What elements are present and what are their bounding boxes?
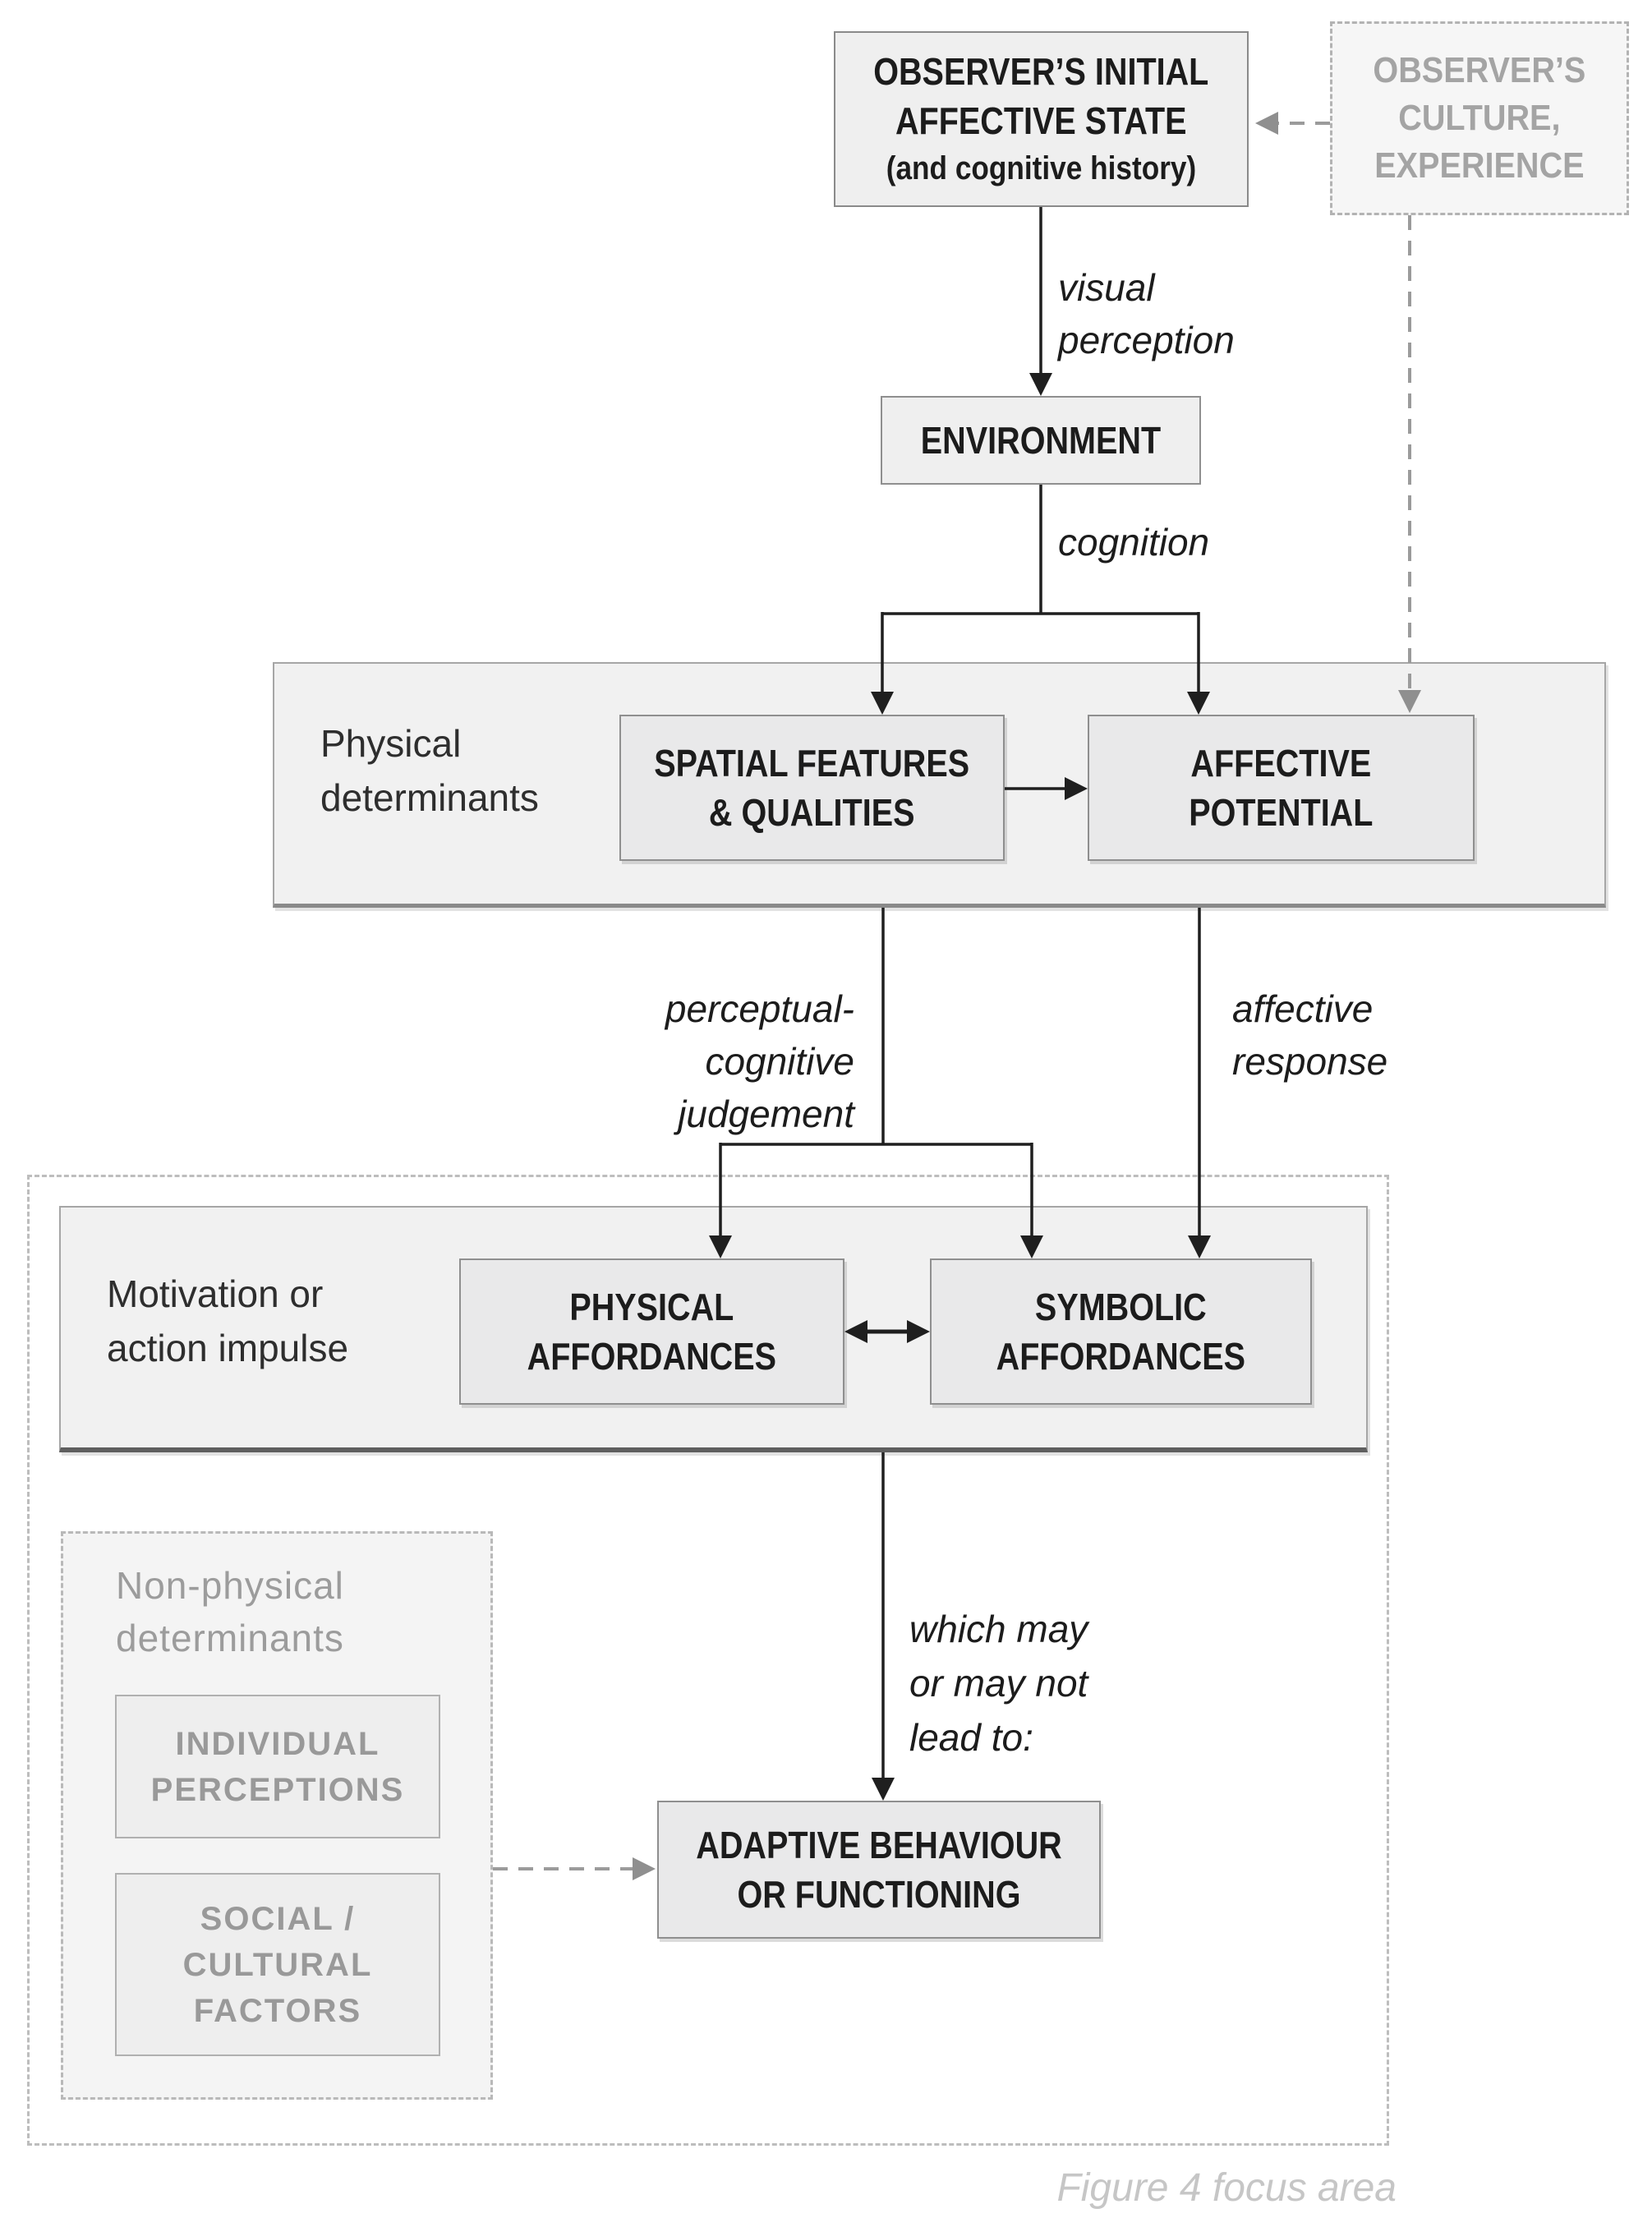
physical-determinants-label: Physical determinants: [320, 722, 539, 819]
individual-perceptions-box: INDIVIDUAL PERCEPTIONS: [115, 1695, 440, 1838]
figure4-focus-area-rect: [27, 1175, 1389, 2146]
perceptual-judgement-label: perceptual-cognitive judgement: [665, 987, 854, 1135]
observer-initial-state-subtitle: (and cognitive history): [886, 150, 1197, 186]
visual-perception-label: visual perception: [1058, 266, 1235, 361]
spatial-features-box: SPATIAL FEATURES & QUALITIES: [619, 715, 1005, 861]
environment-label: ENVIRONMENT: [920, 419, 1162, 462]
adaptive-behaviour-label: ADAPTIVE BEHAVIOUR OR FUNCTIONING: [696, 1824, 1062, 1916]
observer-initial-state-title: OBSERVER’S INITIAL AFFECTIVE STATE: [873, 50, 1209, 142]
physical-affordances-label: PHYSICAL AFFORDANCES: [527, 1286, 777, 1378]
affective-potential-box: AFFECTIVE POTENTIAL: [1088, 715, 1475, 861]
symbolic-affordances-box: SYMBOLIC AFFORDANCES: [930, 1258, 1312, 1405]
figure-caption: Figure 4 focus area: [1056, 2166, 1397, 2210]
observer-culture-box: OBSERVER’S CULTURE, EXPERIENCE: [1330, 21, 1629, 215]
observer-culture-label: OBSERVER’S CULTURE, EXPERIENCE: [1373, 50, 1586, 186]
affective-potential-label: AFFECTIVE POTENTIAL: [1189, 742, 1374, 834]
social-cultural-factors-label: SOCIAL / CULTURAL FACTORS: [182, 1900, 373, 2029]
adaptive-behaviour-box: ADAPTIVE BEHAVIOUR OR FUNCTIONING: [657, 1801, 1101, 1939]
environment-box: ENVIRONMENT: [881, 396, 1201, 485]
motivation-label: Motivation or action impulse: [107, 1272, 349, 1369]
cognition-label: cognition: [1058, 521, 1210, 564]
observer-initial-state-box: OBSERVER’S INITIAL AFFECTIVE STATE (and …: [834, 31, 1249, 207]
spatial-features-label: SPATIAL FEATURES & QUALITIES: [654, 742, 970, 834]
individual-perceptions-label: INDIVIDUAL PERCEPTIONS: [150, 1725, 405, 1808]
nonphysical-determinants-label: Non-physical determinants: [116, 1564, 344, 1659]
social-cultural-factors-box: SOCIAL / CULTURAL FACTORS: [115, 1873, 440, 2056]
affective-response-label: affective response: [1232, 987, 1388, 1083]
symbolic-affordances-label: SYMBOLIC AFFORDANCES: [996, 1286, 1246, 1378]
which-may-label: which may or may not lead to:: [909, 1608, 1088, 1759]
physical-affordances-box: PHYSICAL AFFORDANCES: [459, 1258, 844, 1405]
